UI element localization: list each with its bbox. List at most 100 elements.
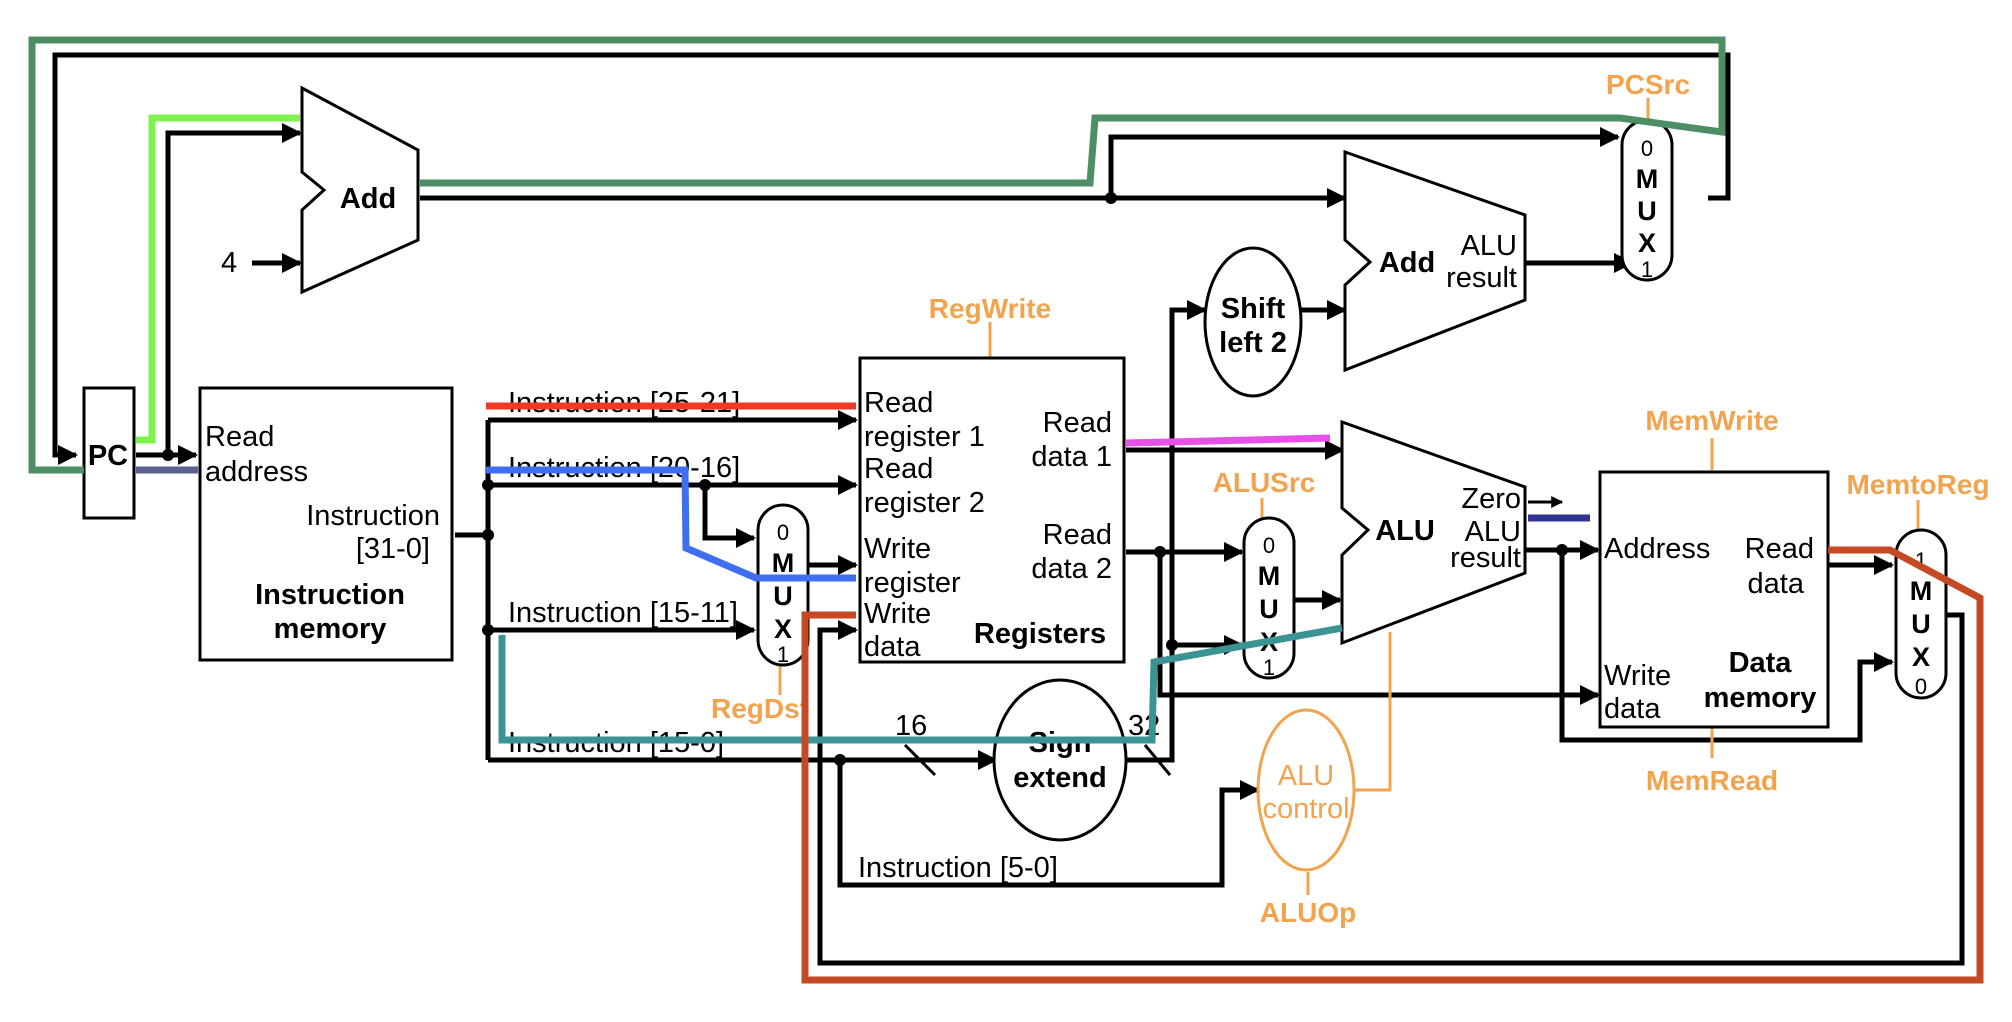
- highlight-paths: [28, 36, 1984, 984]
- write-data-label-2: data: [864, 631, 921, 663]
- pc-adder: Add: [300, 85, 420, 295]
- read-data1-label-1: Read: [1043, 407, 1112, 439]
- dmem-address-label: Address: [1604, 533, 1710, 565]
- junction-dot: [834, 754, 846, 766]
- registers-title: Registers: [974, 618, 1106, 650]
- write-reg-label-2: register: [864, 567, 961, 599]
- junction-dot: [1556, 544, 1568, 556]
- alu: ALU Zero ALU result: [1340, 419, 1527, 646]
- junction-dot: [1166, 639, 1178, 651]
- alu-label: ALU: [1375, 515, 1435, 547]
- memtoreg-mux-m: M: [1910, 576, 1933, 606]
- branch-alu-label: ALU: [1461, 230, 1517, 262]
- dmem-write-label-2: data: [1604, 693, 1661, 725]
- read-reg1-label-1: Read: [864, 387, 933, 419]
- dmem-title-1: Data: [1729, 647, 1793, 679]
- data-memory: Address Read data Write data Data memory: [1598, 470, 1830, 729]
- bus-slash-32: [1143, 744, 1172, 776]
- rt-highlight: [486, 466, 856, 582]
- dmem-read-label-1: Read: [1745, 533, 1814, 565]
- alu-zero-label: Zero: [1461, 483, 1521, 515]
- junction-dot: [1105, 192, 1117, 204]
- junction-dot: [699, 479, 711, 491]
- regdst-label: RegDst: [711, 693, 809, 724]
- memtoreg-mux-in0: 0: [1915, 674, 1927, 699]
- funct-wire: [837, 760, 1260, 888]
- bus-slash-16: [903, 743, 937, 777]
- read-data2-label-2: data 2: [1031, 553, 1112, 585]
- regwrite-label: RegWrite: [929, 293, 1051, 324]
- memtoreg-out-wire: [817, 612, 1965, 966]
- alusrc-mux: 0 M U X 1: [1242, 516, 1296, 680]
- imem-title-1: Instruction: [255, 579, 405, 611]
- imm-highlight: [498, 624, 1343, 744]
- control-lines: [778, 98, 1920, 895]
- alusrc-mux-u: U: [1259, 594, 1279, 624]
- sign-extend-label-2: extend: [1013, 762, 1106, 794]
- memread-label: MemRead: [1646, 765, 1778, 796]
- shift-left-2: Shift left 2: [1203, 246, 1303, 398]
- rt-to-mux-wire: [702, 485, 756, 548]
- branch-adder-label: Add: [1379, 247, 1435, 279]
- sign-extend-out-wire: [1126, 635, 1244, 763]
- imem-title-2: memory: [274, 613, 387, 645]
- pcsrc-mux-x: X: [1638, 228, 1656, 258]
- imem-instruction-label: Instruction: [306, 500, 440, 532]
- alusrc-mux-in1: 1: [1263, 655, 1275, 680]
- read-reg1-label-2: register 1: [864, 421, 985, 453]
- pcsrc-mux-in1: 1: [1641, 257, 1653, 282]
- memtoreg-mux-x: X: [1912, 642, 1930, 672]
- alu-result-label-2: result: [1450, 542, 1521, 574]
- imem-address-label: address: [205, 456, 308, 488]
- const-four-label: 4: [221, 247, 237, 279]
- pc-feedback-wire: [52, 52, 1731, 465]
- writeback-highlight: [801, 546, 1984, 984]
- alu-control-label-2: control: [1262, 793, 1349, 825]
- pcsrc-mux: 0 M U X 1: [1620, 118, 1674, 282]
- regdst-mux: 0 M U X 1: [756, 503, 810, 667]
- instruction-memory: Read address Instruction [31-0] Instruct…: [198, 386, 454, 662]
- regdst-mux-in1: 1: [777, 642, 789, 667]
- instr-field-rd: Instruction [15-11]: [508, 597, 738, 629]
- control-signal-labels: PCSrc RegWrite RegDst ALUSrc MemWrite Me…: [711, 69, 1990, 928]
- register-file: Read register 1 Read register 2 Write re…: [858, 356, 1126, 664]
- pc-loop-highlight: [28, 36, 1726, 474]
- pcsrc-label: PCSrc: [1606, 69, 1690, 100]
- alu-a-highlight: [1125, 434, 1331, 447]
- sign-extend: Sign extend: [992, 678, 1128, 842]
- pc-plus4-to-mux-wire: [1108, 127, 1620, 198]
- imem-bits-label: [31-0]: [356, 533, 430, 565]
- pc-adder-label: Add: [340, 183, 396, 215]
- branch-result-label: result: [1446, 262, 1517, 294]
- dmem-write-label-1: Write: [1604, 660, 1671, 692]
- pcsrc-mux-u: U: [1637, 196, 1657, 226]
- read-data1-label-2: data 1: [1031, 441, 1112, 473]
- read-reg2-label-1: Read: [864, 453, 933, 485]
- junction-dot: [162, 449, 174, 461]
- alu-control: ALU control: [1256, 708, 1356, 872]
- memtoreg-label: MemtoReg: [1846, 469, 1989, 500]
- pc-to-add-wire: [165, 123, 302, 455]
- regdst-mux-u: U: [773, 581, 793, 611]
- junction-dot: [1154, 546, 1166, 558]
- memtoreg-mux-u: U: [1911, 609, 1931, 639]
- junction-dot: [482, 479, 494, 491]
- dmem-title-2: memory: [1704, 682, 1817, 714]
- imem-read-label: Read: [205, 421, 274, 453]
- pc-label: PC: [88, 440, 128, 472]
- regdst-mux-x: X: [774, 614, 792, 644]
- datapath-wires: [52, 52, 1965, 966]
- pc-to-add-highlight: [136, 114, 300, 444]
- regdst-mux-in0: 0: [777, 520, 789, 545]
- junction-dot: [482, 529, 494, 541]
- pcsrc-mux-in0: 0: [1641, 136, 1653, 161]
- alusrc-label: ALUSrc: [1213, 467, 1316, 498]
- alu-control-label-1: ALU: [1278, 760, 1334, 792]
- write-data-label-1: Write: [864, 598, 931, 630]
- alu-control-out-line: [1353, 632, 1392, 792]
- read-data2-label-1: Read: [1043, 519, 1112, 551]
- read-reg2-label-2: register 2: [864, 487, 985, 519]
- alusrc-mux-m: M: [1258, 561, 1281, 591]
- instr-field-funct: Instruction [5-0]: [858, 852, 1058, 884]
